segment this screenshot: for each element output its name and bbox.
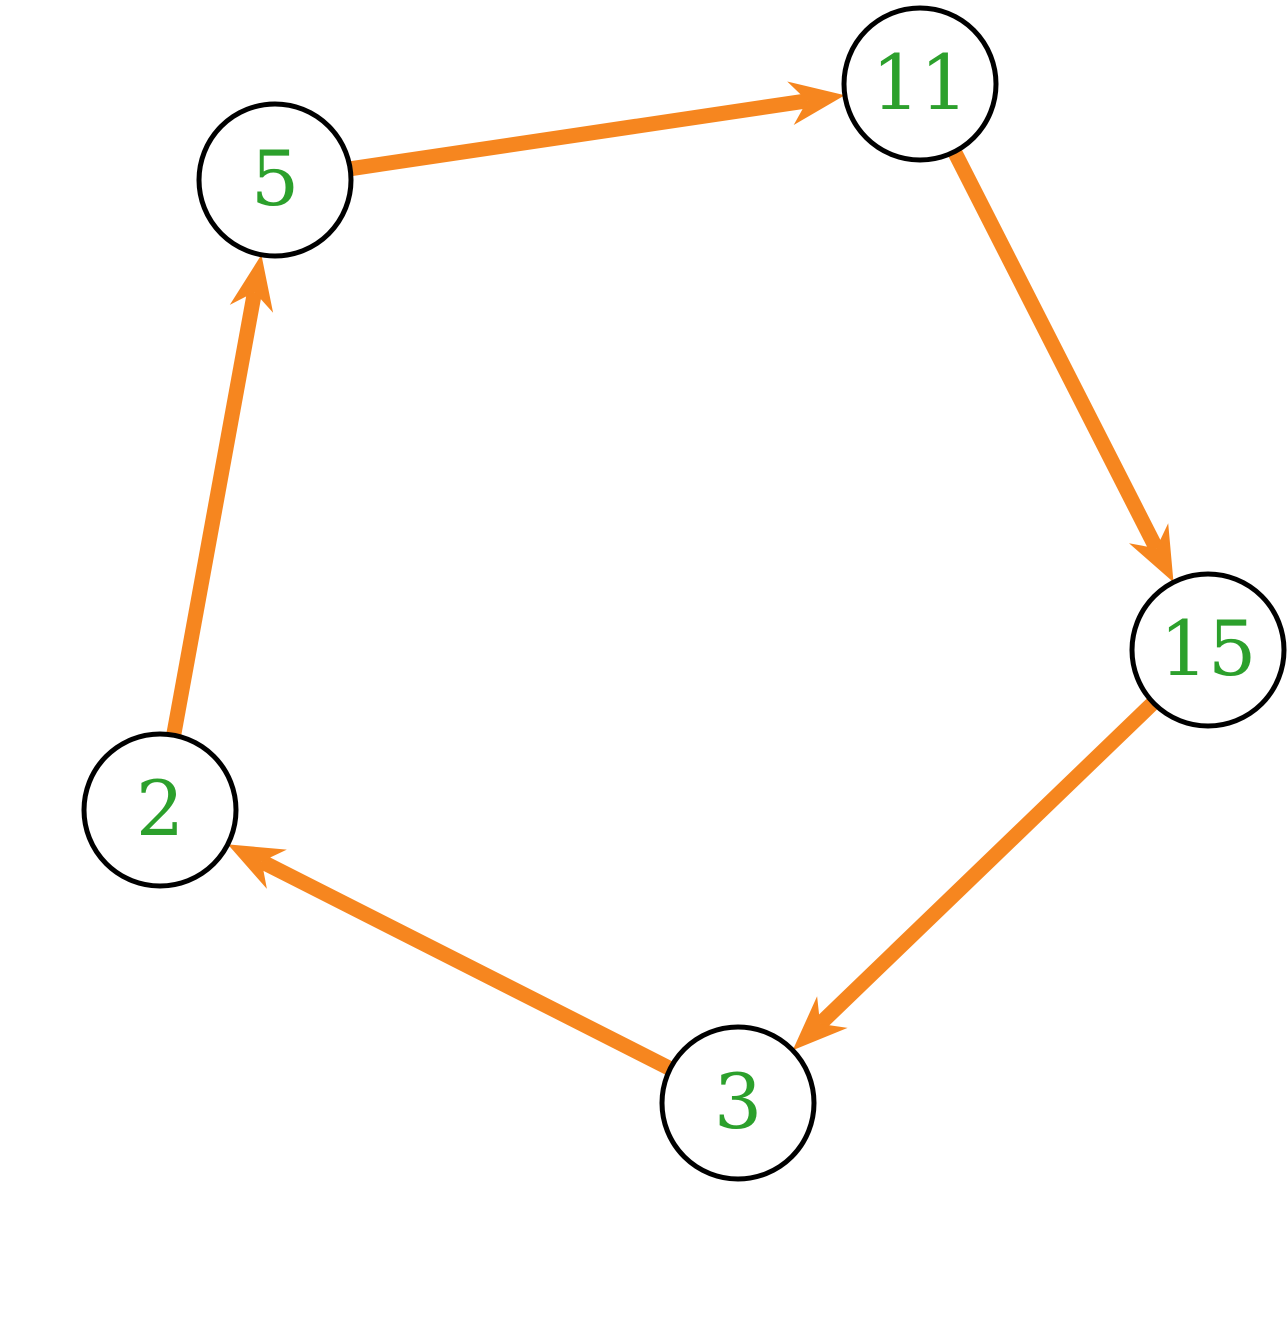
edge-shaft-5-to-11	[349, 93, 809, 177]
graph-node-2: 2	[81, 731, 239, 889]
edge-shaft-2-to-5	[166, 290, 262, 737]
edge-arrowhead-5-to-11	[787, 81, 845, 125]
node-label-11: 11	[872, 38, 969, 127]
edge-arrowhead-15-to-3	[792, 996, 848, 1051]
node-circle-15	[1129, 571, 1287, 729]
node-label-5: 5	[251, 134, 299, 223]
graph-node-11: 11	[841, 5, 999, 163]
node-circle-2	[81, 731, 239, 889]
edge-arrowhead-3-to-2	[227, 844, 287, 889]
node-label-3: 3	[714, 1057, 762, 1146]
node-circle-3	[659, 1024, 817, 1182]
node-circle-11	[841, 5, 999, 163]
edge-shaft-3-to-2	[258, 854, 674, 1076]
graph-node-5: 5	[196, 101, 354, 259]
edge-arrowhead-2-to-5	[229, 254, 274, 313]
graph-node-3: 3	[659, 1024, 817, 1182]
graph-node-15: 15	[1129, 571, 1287, 729]
edge-shaft-11-to-15	[947, 148, 1163, 552]
node-label-2: 2	[136, 764, 184, 853]
edge-arrowhead-11-to-15	[1129, 523, 1174, 583]
node-label-15: 15	[1160, 604, 1257, 693]
edge-shaft-15-to-3	[814, 697, 1159, 1030]
node-circle-5	[196, 101, 354, 259]
